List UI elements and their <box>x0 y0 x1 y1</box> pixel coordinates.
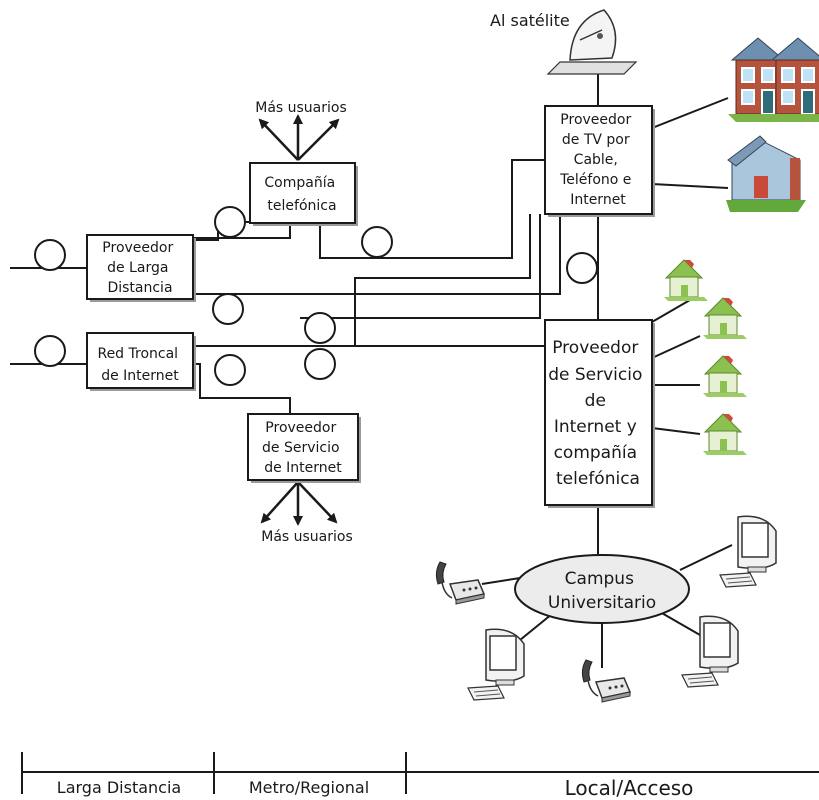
phone-company-line: telefónica <box>267 198 336 214</box>
svg-text:Proveedor de Servicio: Proveedor de Servicio de Internet y comp… <box>548 338 648 489</box>
arrows-more-users-bottom <box>260 481 338 526</box>
isp-small-line: de Servicio <box>262 440 340 456</box>
isp-phone-line: de Servicio <box>548 365 642 385</box>
house-icon <box>702 297 748 340</box>
campus-ellipse: Campus Universitario <box>514 554 690 624</box>
svg-text:Campus Universitario: Campus Universitario <box>548 569 656 613</box>
campus-line: Campus <box>565 569 634 589</box>
backbone-box: Red Troncal de Internet <box>86 332 196 391</box>
ring-node <box>361 226 393 258</box>
backbone-line: de Internet <box>101 368 179 384</box>
svg-text:Red Troncal de Internet: Red Troncal de Internet <box>97 346 182 384</box>
cable-provider-line: Proveedor <box>560 112 631 128</box>
computer-icon <box>467 628 525 701</box>
ring-node <box>214 354 246 386</box>
house-icon <box>702 355 748 398</box>
svg-text:Proveedor de Larga: Proveedor de Larga Distancia <box>102 240 177 296</box>
house-icon <box>663 259 709 302</box>
svg-text:Compañía telefónica: Compañía telefónica <box>264 175 339 214</box>
svg-text:Proveedor de TV por: Proveedor de TV por Cable, Teléfono e In… <box>559 112 636 208</box>
more-users-bottom-label: Más usuarios <box>261 529 353 545</box>
ring-node <box>214 206 246 238</box>
ring-node <box>304 348 336 380</box>
ring-node <box>34 239 66 271</box>
isp-phone-line: de <box>585 391 606 411</box>
scale-local-label: Local/Acceso <box>565 776 694 800</box>
ring-circles <box>34 206 598 386</box>
arrows-more-users-top <box>258 114 340 161</box>
house-icon <box>702 413 748 456</box>
isp-phone-company-box: Proveedor de Servicio de Internet y comp… <box>544 319 655 508</box>
isp-phone-line: Proveedor <box>552 338 638 358</box>
computer-icon <box>719 515 777 588</box>
cable-provider-line: Internet <box>570 192 626 208</box>
telephone-icon <box>435 561 485 605</box>
cable-provider-line: de TV por <box>562 132 630 148</box>
satellite-label: Al satélite <box>490 11 570 30</box>
phone-company-line: Compañía <box>264 175 335 191</box>
cable-provider-box: Proveedor de TV por Cable, Teléfono e In… <box>544 105 655 217</box>
ring-node <box>34 335 66 367</box>
backbone-line: Red Troncal <box>97 346 178 362</box>
long-distance-box: Proveedor de Larga Distancia <box>86 234 196 302</box>
cable-provider-line: Cable, <box>574 152 618 168</box>
isp-small-box: Proveedor de Servicio de Internet <box>247 413 361 483</box>
satellite-dish-icon <box>546 9 638 75</box>
campus-line: Universitario <box>548 593 656 613</box>
long-distance-line: Distancia <box>107 280 172 296</box>
ring-node <box>212 293 244 325</box>
ring-node <box>304 312 336 344</box>
cable-provider-line: Teléfono e <box>559 172 631 188</box>
svg-text:Proveedor de Servicio: Proveedor de Servicio de Internet <box>262 420 344 476</box>
ring-node <box>566 252 598 284</box>
long-distance-line: Proveedor <box>102 240 173 256</box>
isp-small-line: de Internet <box>264 460 342 476</box>
isp-phone-line: Internet y <box>554 417 637 437</box>
computer-icon <box>681 615 739 688</box>
isp-phone-line: compañía <box>554 443 637 463</box>
phone-company-box: Compañía telefónica <box>249 162 358 226</box>
scale-metro-label: Metro/Regional <box>249 778 369 797</box>
telephone-icon <box>581 659 631 703</box>
long-distance-line: de Larga <box>107 260 168 276</box>
more-users-top-label: Más usuarios <box>255 100 347 116</box>
townhouse-icon <box>727 37 819 123</box>
scale-bar <box>21 752 819 794</box>
connection-lines <box>10 72 733 668</box>
house-icon <box>726 135 806 212</box>
scale-long-distance-label: Larga Distancia <box>57 778 181 797</box>
isp-phone-line: telefónica <box>556 469 640 489</box>
isp-small-line: Proveedor <box>265 420 336 436</box>
